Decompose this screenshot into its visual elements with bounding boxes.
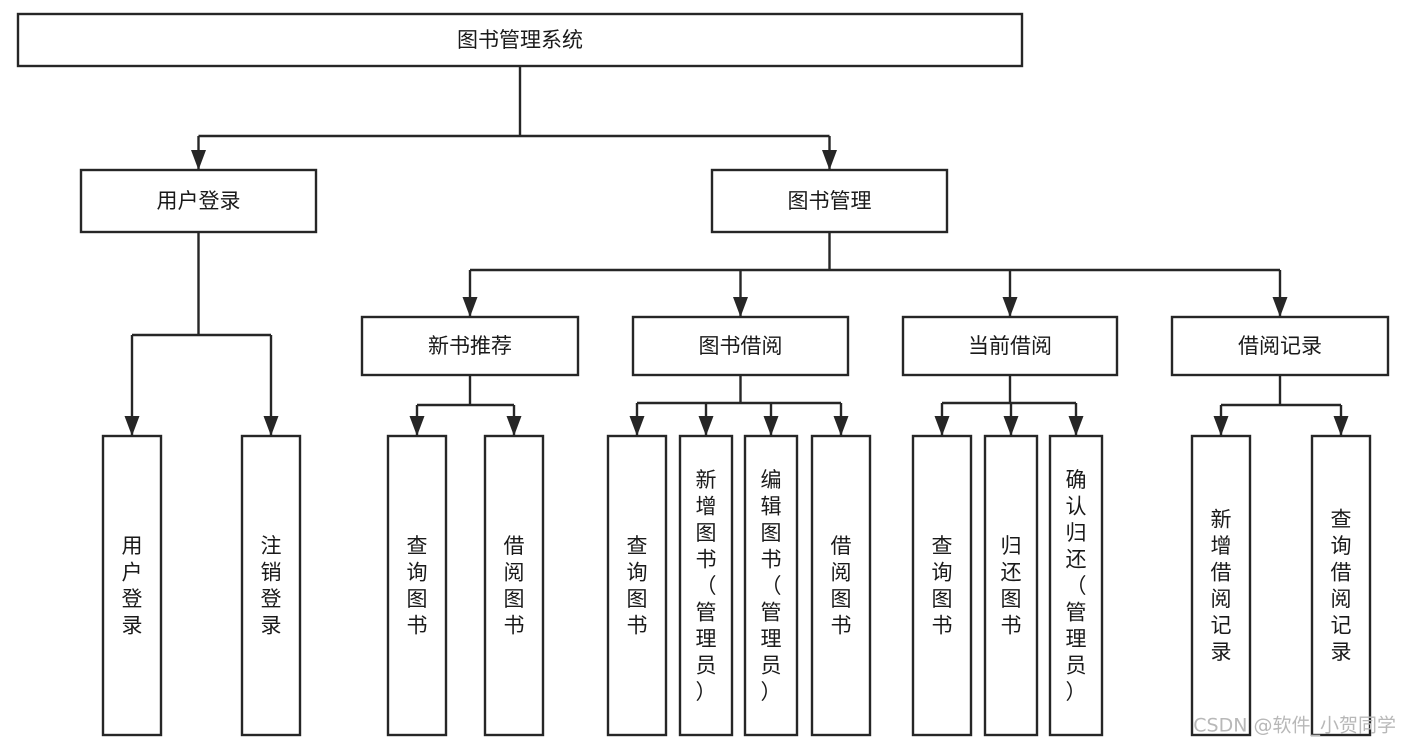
arrow-head-icon [822,150,837,170]
node-leaf-query-book-1[interactable]: 查询图书 [386,434,448,737]
node-leaf-logout-login[interactable]: 注销登录 [240,434,302,737]
node-box-leaf-return-book[interactable] [983,434,1039,737]
node-label-new-book-recommend: 新书推荐 [428,334,512,358]
arrow-head-icon [409,416,425,436]
node-box-root[interactable] [16,12,1024,68]
arrow-head-icon [124,416,140,436]
node-label-root: 图书管理系统 [457,28,583,52]
node-label-leaf-query-book-2: 查询图书 [627,534,648,638]
node-new-book-recommend[interactable]: 新书推荐 [360,315,580,377]
node-box-new-book-recommend[interactable] [360,315,580,377]
node-label-leaf-logout-login: 注销登录 [261,534,282,638]
node-box-current-borrow[interactable] [901,315,1119,377]
node-label-leaf-add-book-admin: 新增图书（管理员） [696,468,717,704]
connector-group-bus-record [1213,375,1349,436]
node-label-leaf-query-book-3: 查询图书 [932,534,953,638]
arrow-head-icon [1272,297,1288,317]
arrow-head-icon [506,416,522,436]
node-box-leaf-add-book-admin[interactable] [678,434,734,737]
connector-group-bus-root [191,66,837,170]
node-label-leaf-return-book: 归还图书 [1001,534,1022,638]
node-box-book-manage[interactable] [710,168,949,234]
connector-group-bus-book-manage [462,232,1288,317]
node-label-leaf-borrow-book-2: 借阅图书 [831,534,852,638]
node-leaf-query-book-2[interactable]: 查询图书 [606,434,668,737]
node-label-leaf-user-login: 用户登录 [122,534,143,638]
node-user-login[interactable]: 用户登录 [79,168,318,234]
node-leaf-confirm-return-admin[interactable]: 确认归还（管理员） [1048,434,1104,737]
arrow-head-icon [1003,416,1019,436]
node-label-leaf-edit-book-admin: 编辑图书（管理员） [761,468,782,704]
arrow-head-icon [698,416,714,436]
node-layer: 图书管理系统用户登录图书管理新书推荐图书借阅当前借阅借阅记录用户登录注销登录查询… [16,12,1390,737]
connector-group-bus-recommend [409,375,522,436]
node-label-leaf-confirm-return-admin: 确认归还（管理员） [1066,468,1087,704]
node-leaf-edit-book-admin[interactable]: 编辑图书（管理员） [743,434,799,737]
node-label-book-manage: 图书管理 [788,189,872,213]
arrow-head-icon [629,416,645,436]
arrow-head-icon [733,297,748,317]
node-leaf-user-login[interactable]: 用户登录 [101,434,163,737]
node-leaf-add-book-admin[interactable]: 新增图书（管理员） [678,434,734,737]
node-box-borrow-record[interactable] [1170,315,1390,377]
node-book-manage[interactable]: 图书管理 [710,168,949,234]
node-label-book-borrow: 图书借阅 [699,334,783,358]
node-box-leaf-borrow-book-1[interactable] [483,434,545,737]
node-label-leaf-query-book-1: 查询图书 [407,534,428,638]
node-box-leaf-query-borrow-record[interactable] [1310,434,1372,737]
arrow-head-icon [191,150,206,170]
connector-layer [124,66,1349,436]
node-leaf-query-borrow-record[interactable]: 查询借阅记录 [1310,434,1372,737]
node-label-current-borrow: 当前借阅 [968,334,1052,358]
arrow-head-icon [934,416,950,436]
arrow-head-icon [462,297,478,317]
arrow-head-icon [1002,297,1018,317]
arrow-head-icon [1213,416,1229,436]
csdn-watermark: CSDN @软件_小贺同学 [1193,715,1396,737]
node-borrow-record[interactable]: 借阅记录 [1170,315,1390,377]
node-label-user-login: 用户登录 [157,189,241,213]
node-box-leaf-logout-login[interactable] [240,434,302,737]
node-box-leaf-confirm-return-admin[interactable] [1048,434,1104,737]
node-box-leaf-query-book-1[interactable] [386,434,448,737]
arrow-head-icon [263,416,279,436]
connector-group-bus-current [934,375,1084,436]
arrow-head-icon [1333,416,1349,436]
node-box-leaf-query-book-2[interactable] [606,434,668,737]
connector-group-bus-borrow [629,375,849,436]
node-root[interactable]: 图书管理系统 [16,12,1024,68]
node-label-borrow-record: 借阅记录 [1238,334,1322,358]
node-label-leaf-add-borrow-record: 新增借阅记录 [1211,508,1232,665]
node-box-leaf-user-login[interactable] [101,434,163,737]
node-box-user-login[interactable] [79,168,318,234]
arrow-head-icon [833,416,849,436]
node-label-leaf-query-borrow-record: 查询借阅记录 [1331,508,1352,665]
node-leaf-query-book-3[interactable]: 查询图书 [911,434,973,737]
node-label-leaf-borrow-book-1: 借阅图书 [504,534,525,638]
node-box-book-borrow[interactable] [631,315,850,377]
node-leaf-return-book[interactable]: 归还图书 [983,434,1039,737]
node-box-leaf-borrow-book-2[interactable] [810,434,872,737]
node-box-leaf-query-book-3[interactable] [911,434,973,737]
node-current-borrow[interactable]: 当前借阅 [901,315,1119,377]
connector-group-bus-user-login [124,232,279,436]
node-box-leaf-add-borrow-record[interactable] [1190,434,1252,737]
node-box-leaf-edit-book-admin[interactable] [743,434,799,737]
node-leaf-borrow-book-2[interactable]: 借阅图书 [810,434,872,737]
arrow-head-icon [1068,416,1084,436]
arrow-head-icon [763,416,779,436]
node-leaf-borrow-book-1[interactable]: 借阅图书 [483,434,545,737]
node-leaf-add-borrow-record[interactable]: 新增借阅记录 [1190,434,1252,737]
node-book-borrow[interactable]: 图书借阅 [631,315,850,377]
